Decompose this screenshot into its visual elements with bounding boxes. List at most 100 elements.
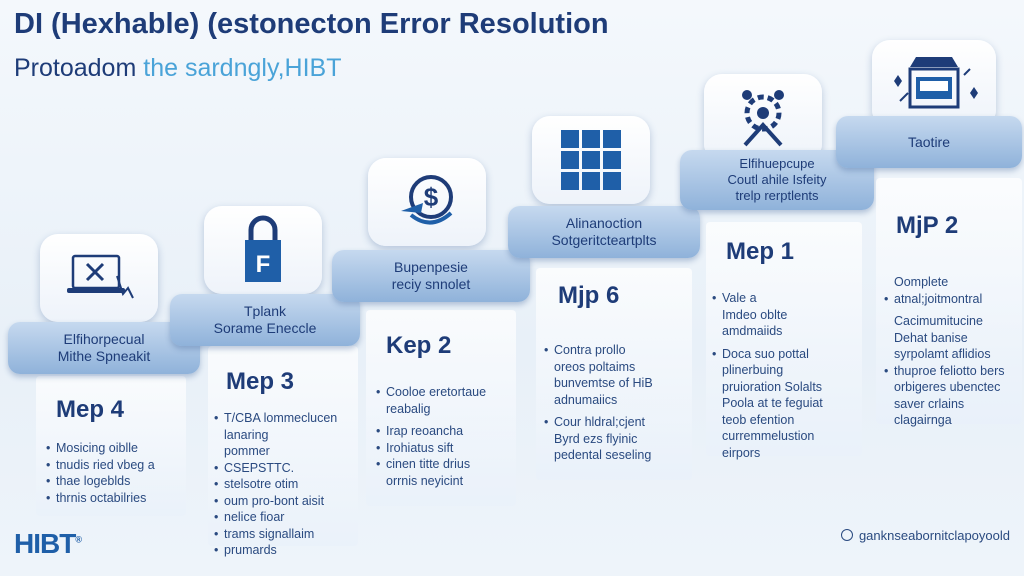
step-banner: Elfihorpecual Mithe Spneakit [8,322,200,374]
step-panel [366,310,516,506]
step-label: MjP 2 [896,212,959,239]
footer-text: ganknseabornitclapoyoold [858,528,1010,543]
subtitle-accent: the sardngly,HIBT [143,54,342,82]
list-item: Imdeo oblte [722,307,788,322]
step-banner: Bupenpesie reciy snnolet [332,250,530,302]
list-item: T/CBA lommeclucen [214,410,337,427]
list-item: syrpolamt aflidios [894,347,991,361]
logo-text: HIBT [14,528,76,559]
list-item: lanaring [224,427,269,442]
list-item: teob efention [722,412,795,427]
banner-line: Mithe Spneakit [57,348,151,364]
list-item: saver crlains [894,396,965,411]
banner-line: Bupenpesie [394,259,468,275]
step-banner: Tplank Sorame Eneccle [170,294,360,346]
step-icon-card: $ [368,158,486,246]
list-item: Cooloe eretortaue [376,384,486,401]
list-item: orrnis neyicint [386,473,464,488]
step-icon-card: F [204,206,322,294]
list-item: cinen titte drius [376,456,486,473]
list-item: Cour hldral;cjent [544,414,653,431]
banner-line: Sotgeritcteartplts [551,232,657,248]
list-item: Irap reoancha [376,423,486,440]
step-label: Mep 3 [226,368,295,395]
banner-line: Elfihorpecual [63,331,145,347]
list-item: pedental seseling [554,448,652,462]
list-item: trams signallaim [214,526,337,543]
list-item: amdmaiids [722,324,783,338]
list-item: stelsotre otim [214,476,337,493]
step-icon-card [40,234,158,322]
step-items: T/CBA lommeclucen lanaring pommer CSEPST… [214,410,337,559]
list-item: bunvemtse of HiB [554,376,653,390]
list-item: orbigeres ubenctec [894,380,1001,394]
laptop-x-icon [67,254,134,299]
step-icon-card [872,40,996,128]
list-item: thae logeblds [46,473,155,490]
step-label: Mep 1 [726,238,795,265]
list-item: reabalig [386,401,431,416]
step-label: Kep 2 [386,332,452,359]
banner-line: trelp rerptlents [735,188,819,203]
list-item: pommer [224,444,270,458]
page-subtitle: Protoadom the sardngly,HIBT [14,54,341,83]
dollar-refresh-icon: $ [401,175,453,225]
step-items: Contra prollo oreos poltaims bunvemtse o… [544,342,653,464]
padlock-icon: F [245,215,281,282]
banner-line: Alinanoction [565,215,643,231]
list-item: atnal;joitmontral [884,291,1005,308]
banner-line: Tplank [243,303,287,319]
step-panel [706,222,862,456]
step-items: Cooloe eretortaue reabalig Irap reoancha… [376,384,486,489]
list-item: Irohiatus sift [376,440,486,457]
list-item: prumards [214,542,337,559]
list-item: oum pro-bont aisit [214,493,337,510]
step-label: Mep 4 [56,396,125,423]
footer-note: ganknseabornitclapoyoold [840,528,1010,543]
step-icon-card [704,74,822,162]
list-item: Doca suo pottal [712,346,823,363]
brand-logo: HIBT® [14,528,82,560]
list-item: adnumaiics [554,392,618,407]
subtitle-main: Protoadom [14,54,137,82]
registered-mark: ® [75,534,82,545]
list-item: Vale a [712,290,823,307]
list-item: Oomplete [894,275,949,289]
list-item: thrnis octabilries [46,490,155,507]
step-items: Oomplete atnal;joitmontral Cacimumitucin… [884,274,1005,429]
list-item: CSEPSTTC. [214,460,337,477]
banner-line: Sorame Eneccle [213,320,317,336]
banner-line: Elfihuepcupe [739,156,815,171]
list-item: Dehat banise [894,330,968,345]
grid-icon [561,130,621,190]
list-item: curremmelustion [722,429,815,443]
monitor-sparkle-icon [894,57,978,109]
list-item: thuproe feliotto bers [884,363,1005,380]
banner-line: Coutl ahile Isfeity [727,172,827,187]
list-item: Byrd ezs flyinic [554,431,638,446]
list-item: plinerbuing [722,363,784,377]
list-item: oreos poltaims [554,359,636,374]
page-title: DI (Hexhable) (estonecton Error Resoluti… [14,8,609,40]
step-icon-card [532,116,650,204]
list-item: Poola at te feguiat [722,396,823,410]
circle-icon [840,529,853,541]
list-item: eirpors [722,445,761,460]
step-banner: Alinanoction Sotgeritcteartplts [508,206,700,258]
list-item: Mosicing oiblle [46,440,155,457]
step-panel [536,268,692,480]
svg-text:F: F [256,251,271,278]
gear-people-icon [742,90,784,147]
svg-text:$: $ [424,182,439,212]
banner-line: Taotire [907,133,951,150]
list-item: tnudis ried vbeg a [46,457,155,474]
list-item: clagairnga [894,413,952,427]
step-items: Vale a Imdeo oblte amdmaiids Doca suo po… [712,290,823,461]
step-label: Mjp 6 [558,282,620,309]
list-item: nelice fioar [214,509,337,526]
step-banner: Taotire [836,116,1022,168]
list-item: Contra prollo [544,342,653,359]
list-item: pruioration Solalts [722,379,823,394]
list-item: Cacimumitucine [894,314,983,328]
step-items: Mosicing oiblle tnudis ried vbeg a thae … [46,440,155,506]
